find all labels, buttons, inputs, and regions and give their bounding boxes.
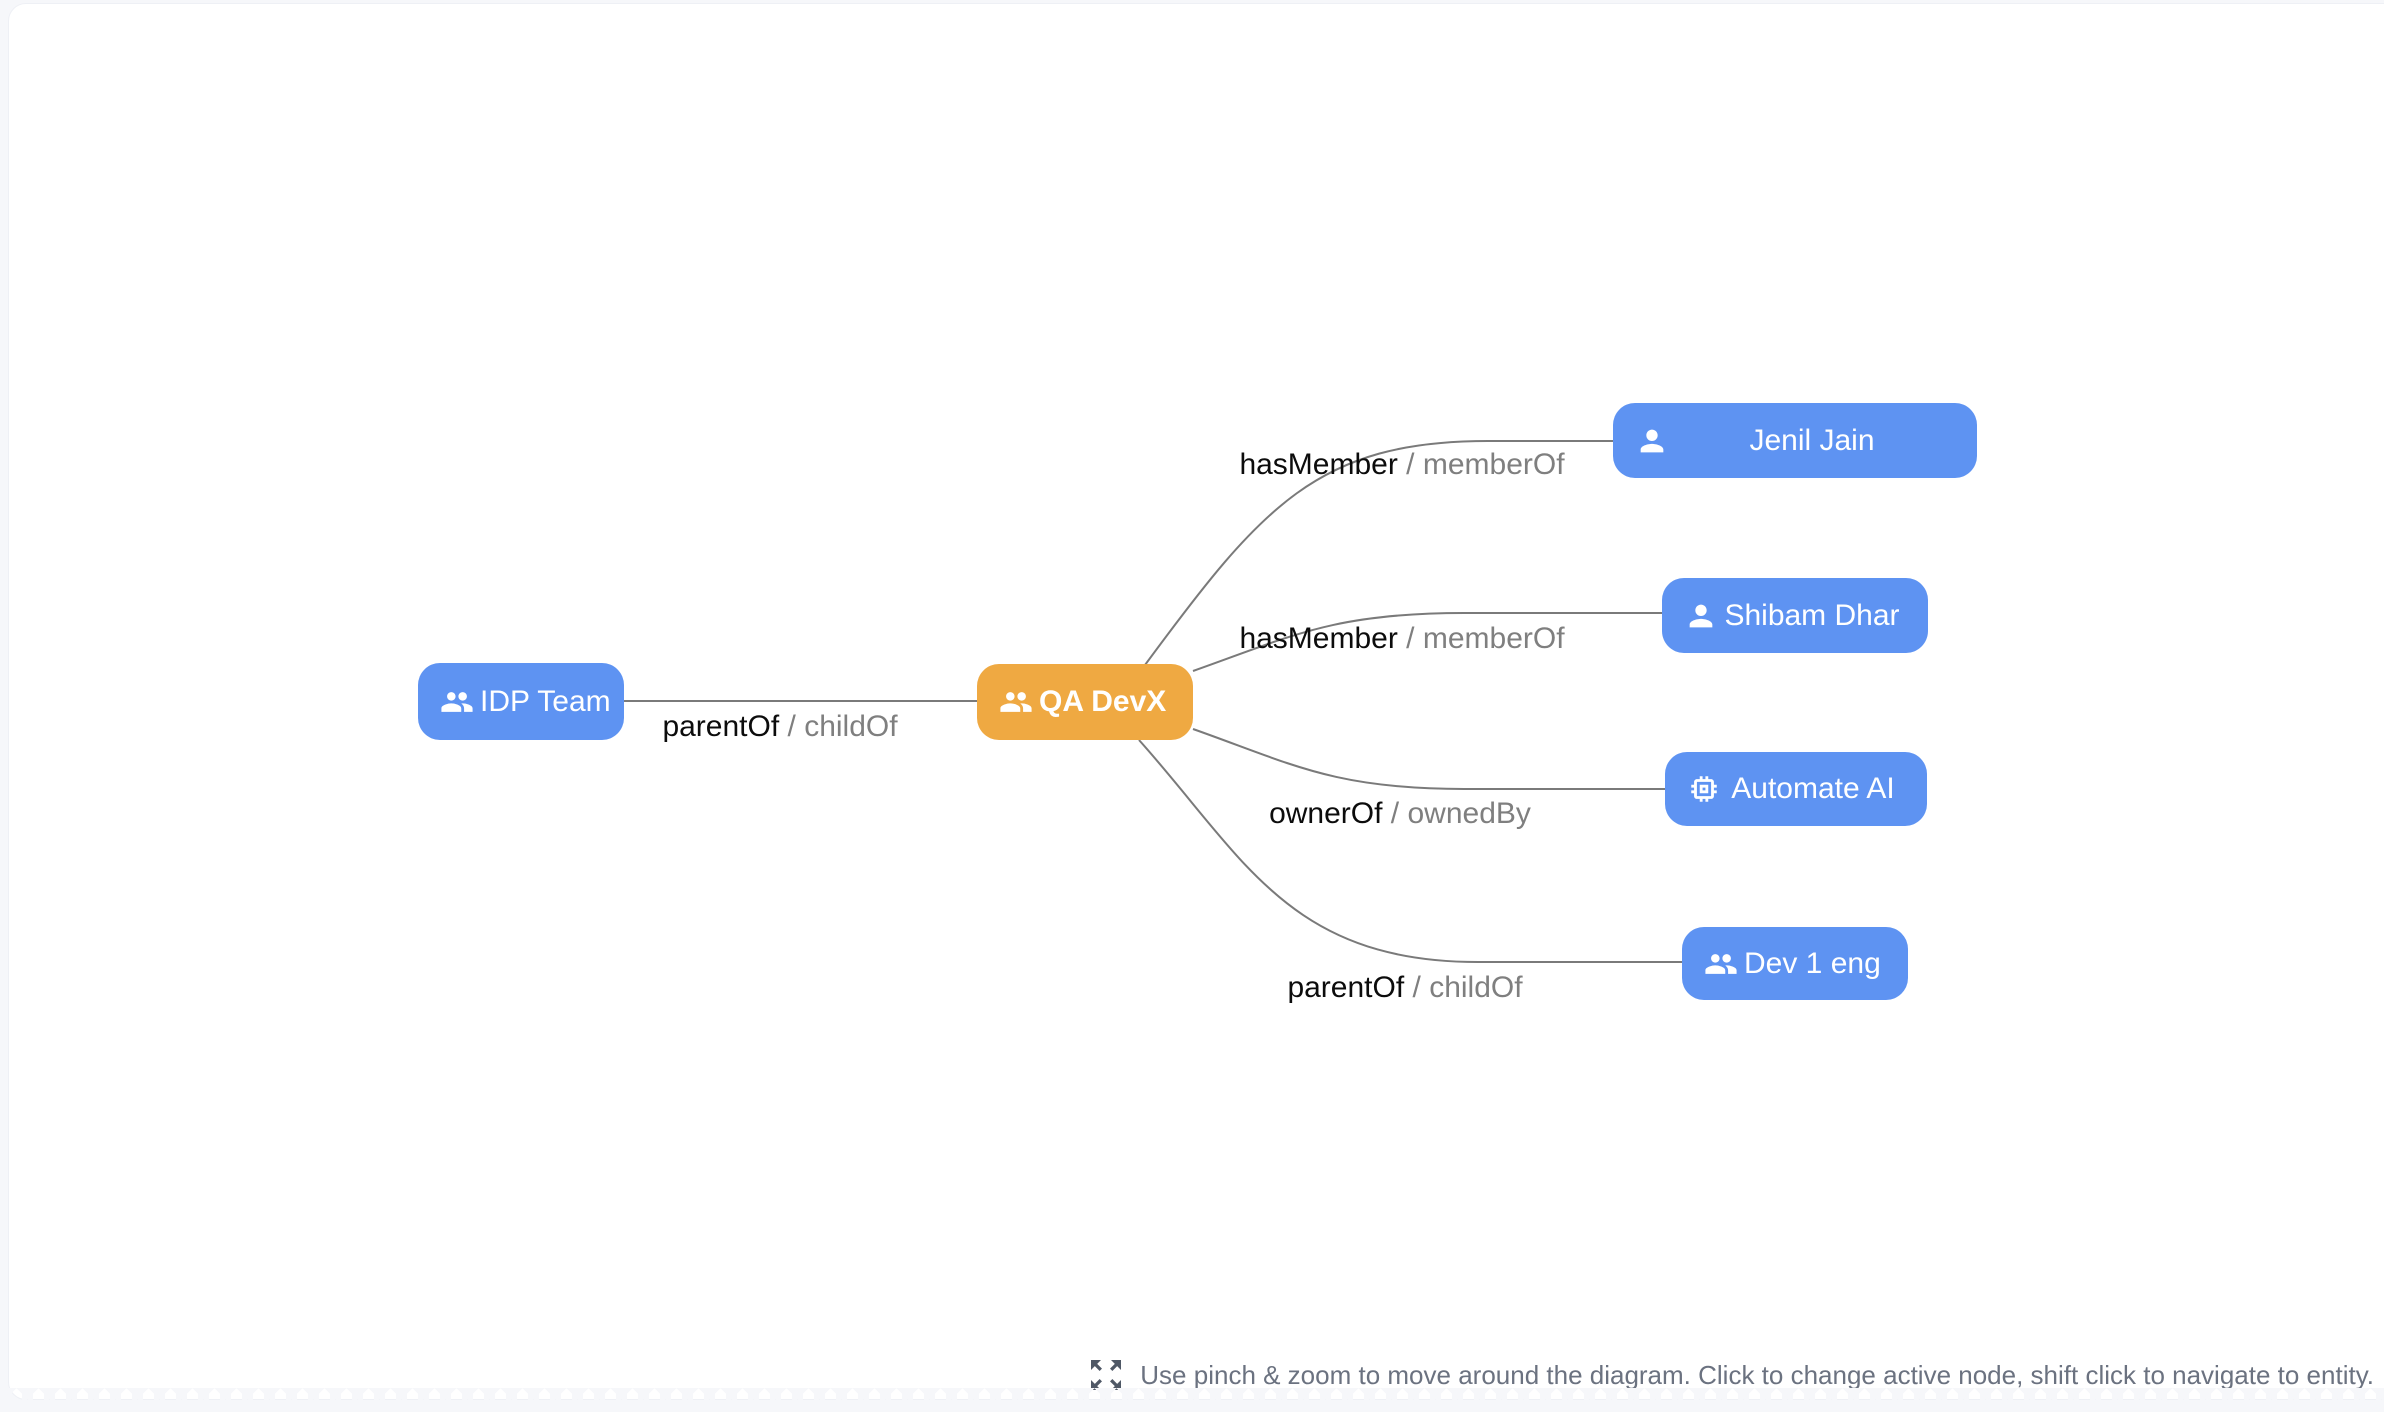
relation-separator: / — [1404, 971, 1430, 1004]
diagram-node-automate-ai[interactable]: Automate AI — [1665, 752, 1927, 826]
relation-separator: / — [1397, 448, 1423, 481]
node-label: Dev 1 eng — [1744, 946, 1881, 980]
relation-forward: ownerOf — [1269, 797, 1383, 830]
relation-separator: / — [1382, 797, 1408, 830]
edge-label-ownerof-ownedby: ownerOf / ownedBy — [1269, 797, 1531, 831]
relation-forward: parentOf — [662, 710, 780, 743]
relation-forward: hasMember — [1239, 622, 1398, 655]
relation-separator: / — [779, 710, 805, 743]
relation-reverse: memberOf — [1422, 448, 1565, 481]
group-icon — [1704, 947, 1738, 981]
diagram-node-shibam-dhar[interactable]: Shibam Dhar — [1662, 578, 1928, 653]
node-label: Shibam Dhar — [1724, 598, 1900, 632]
relation-forward: parentOf — [1287, 971, 1405, 1004]
torn-screenshot-edge — [0, 1388, 2384, 1400]
edge-qa-devx-dev-1-eng — [1138, 739, 1682, 963]
node-label: QA DevX — [1039, 685, 1167, 718]
diagram-hint: Use pinch & zoom to move around the diag… — [1086, 1352, 2374, 1398]
node-label: IDP Team — [480, 684, 611, 718]
group-icon — [440, 685, 474, 719]
edge-qa-devx-jenil-jain — [1144, 440, 1613, 666]
edge-label-hasmember-memberof: hasMember / memberOf — [1239, 622, 1564, 656]
diagram-node-dev-1-eng[interactable]: Dev 1 eng — [1682, 927, 1908, 1000]
hint-text: Use pinch & zoom to move around the diag… — [1140, 1359, 2374, 1390]
edge-label-hasmember-memberof: hasMember / memberOf — [1239, 448, 1564, 482]
edge-qa-devx-shibam-dhar — [1192, 612, 1662, 672]
person-icon — [1684, 599, 1718, 633]
relation-reverse: childOf — [1429, 971, 1523, 1004]
node-label: Jenil Jain — [1749, 423, 1875, 457]
relation-reverse: childOf — [804, 710, 898, 743]
person-icon — [1635, 424, 1669, 458]
chip-icon — [1687, 772, 1721, 806]
node-label: Automate AI — [1731, 772, 1895, 805]
diagram-node-jenil-jain[interactable]: Jenil Jain — [1613, 403, 1977, 478]
relation-reverse: ownedBy — [1407, 797, 1531, 830]
relation-reverse: memberOf — [1422, 622, 1565, 655]
edge-qa-devx-automate-ai — [1192, 728, 1665, 790]
expand-arrows-icon — [1086, 1355, 1126, 1395]
relation-separator: / — [1397, 622, 1423, 655]
edge-label-parentof-childof: parentOf / childOf — [1287, 971, 1522, 1005]
diagram-node-qa-devx[interactable]: QA DevX — [977, 664, 1193, 740]
relation-forward: hasMember — [1239, 448, 1398, 481]
diagram-card — [8, 3, 2384, 1400]
group-icon — [999, 685, 1033, 719]
diagram-node-idp-team[interactable]: IDP Team — [418, 663, 624, 740]
edge-label-parentof-childof: parentOf / childOf — [662, 710, 897, 744]
